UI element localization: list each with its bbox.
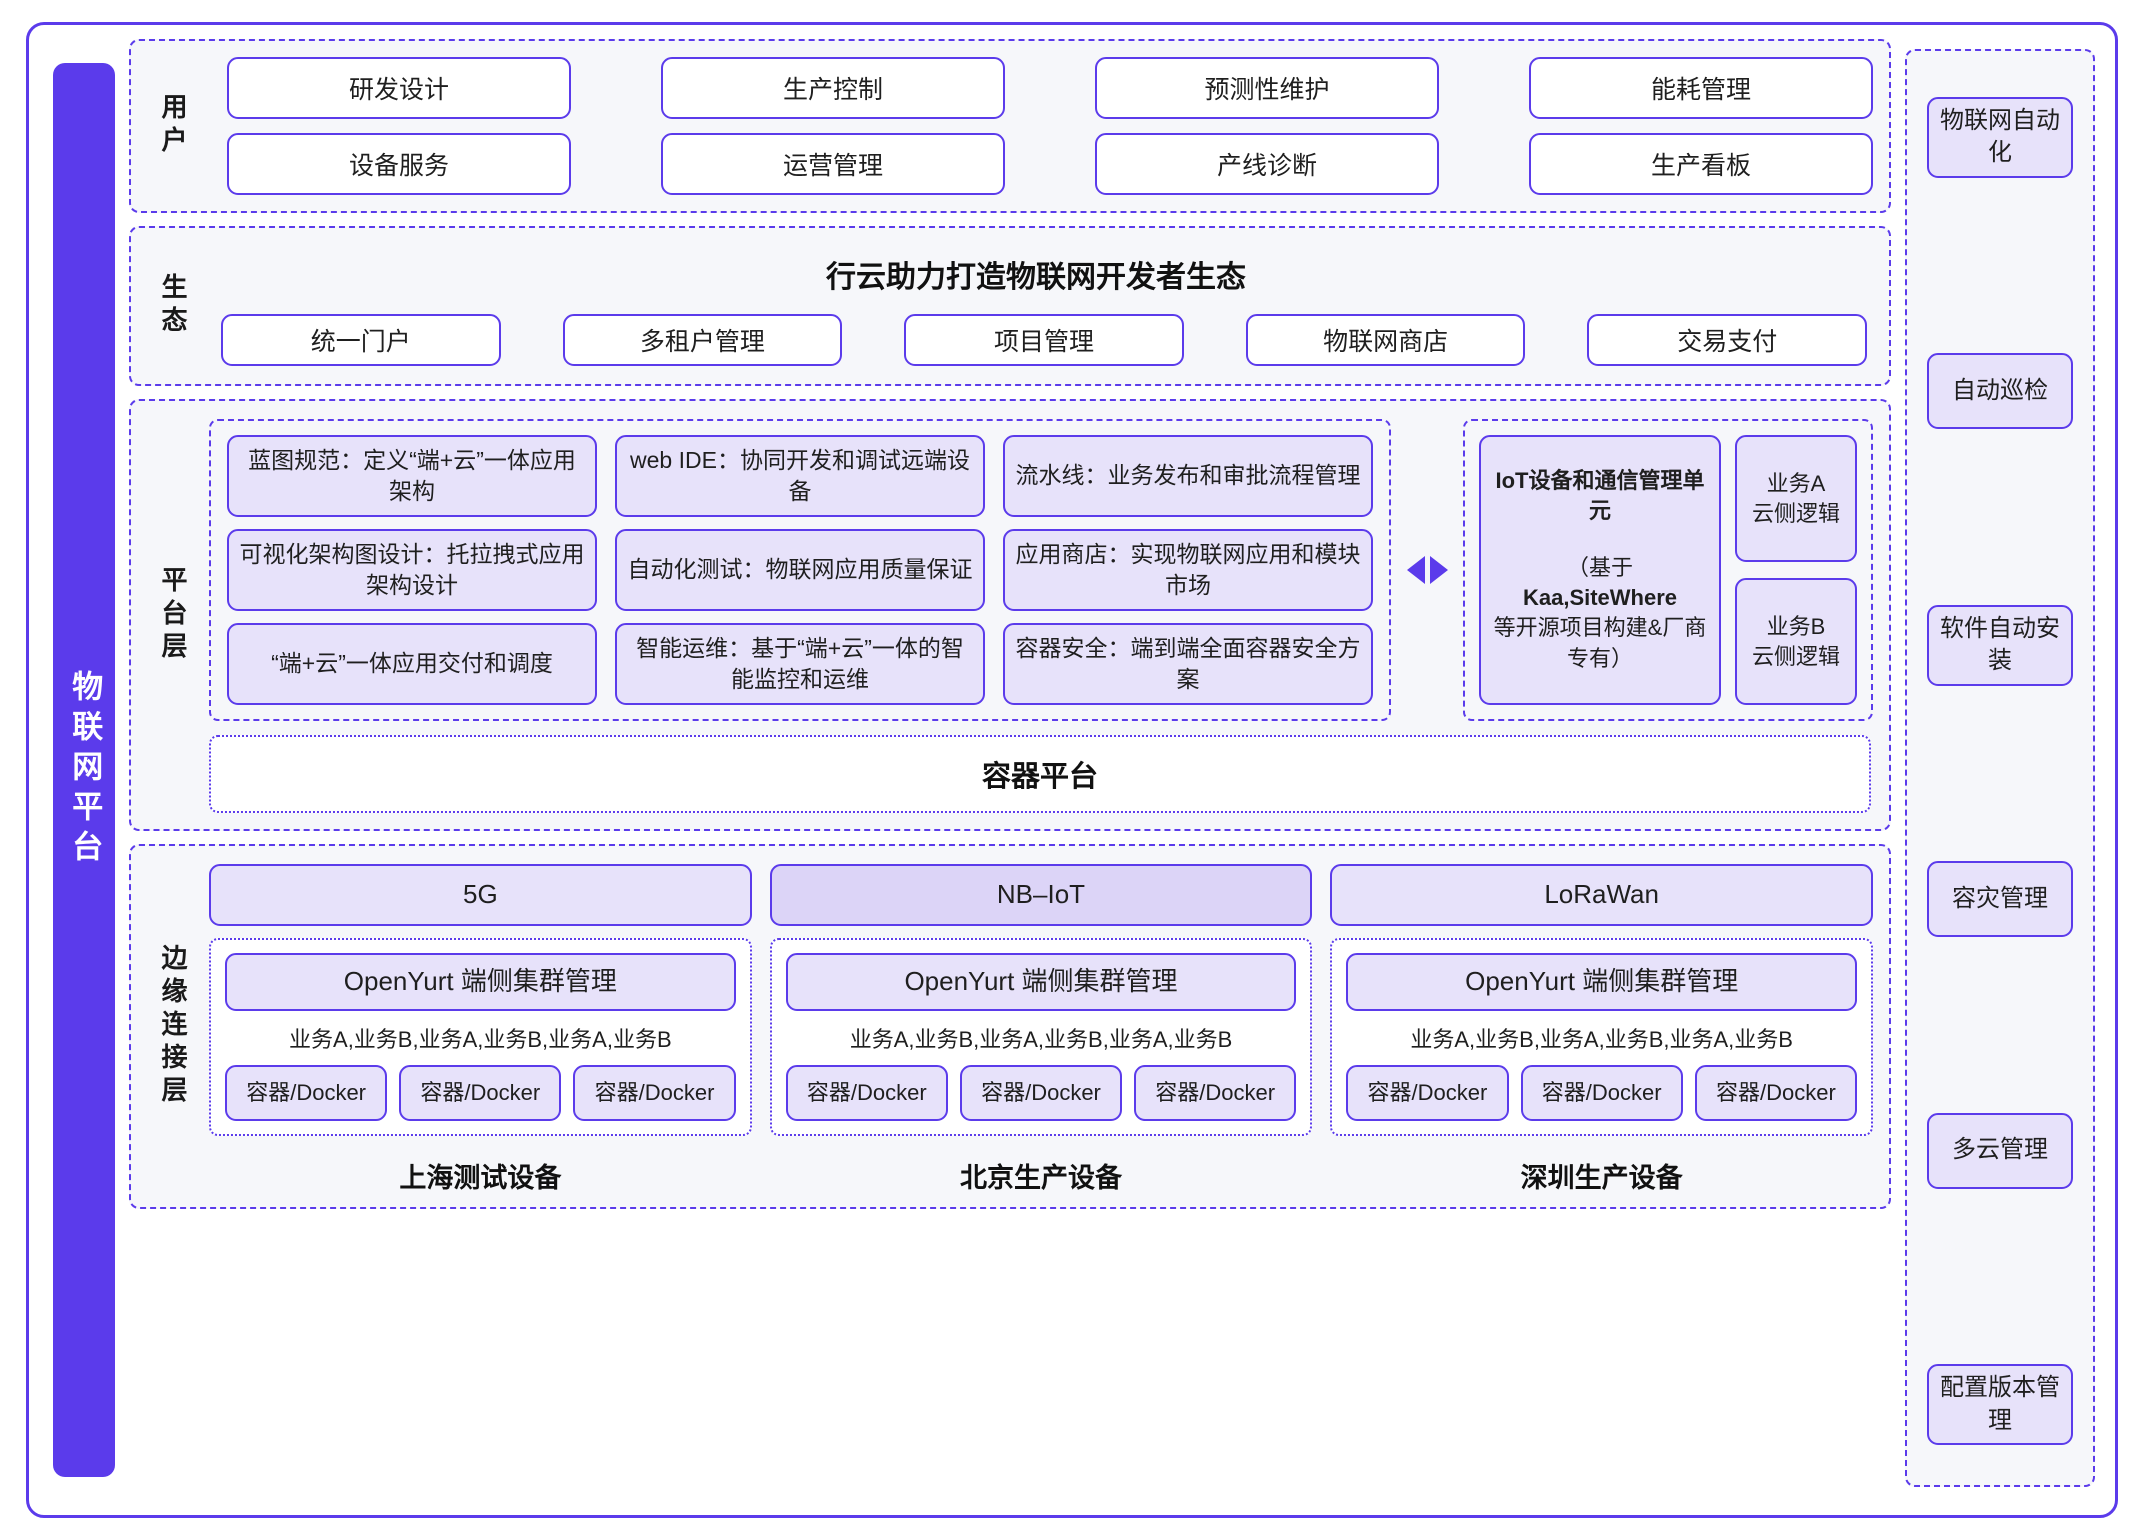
- user-item-ops-mgmt[interactable]: 运营管理: [661, 133, 1005, 195]
- user-item-production-board[interactable]: 生产看板: [1529, 133, 1873, 195]
- edge-network-row: 5G NB–IoT LoRaWan: [209, 864, 1873, 926]
- cap-container-security[interactable]: 容器安全：端到端全面容器安全方案: [1003, 623, 1373, 705]
- diagram-frame: 物联网平台 用户 研发设计 生产控制 预测性维护 能耗管理 设备服务 运营管理 …: [26, 22, 2118, 1518]
- platform-capabilities-group: 蓝图规范：定义“端+云”一体应用架构 web IDE：协同开发和调试远端设备 流…: [209, 419, 1391, 721]
- openyurt-cluster-mgmt[interactable]: OpenYurt 端侧集群管理: [785, 953, 1297, 1011]
- left-rail-iot-platform: 物联网平台: [53, 63, 115, 1477]
- docker-container[interactable]: 容器/Docker: [1346, 1065, 1509, 1121]
- docker-row: 容器/Docker 容器/Docker 容器/Docker: [1346, 1065, 1857, 1121]
- device-caption-shenzhen: 深圳生产设备: [1520, 1163, 1683, 1193]
- right-item-config-version[interactable]: 配置版本管理: [1927, 1364, 2073, 1445]
- cap-auto-test[interactable]: 自动化测试：物联网应用质量保证: [615, 529, 985, 611]
- right-item-multicloud-mgmt[interactable]: 多云管理: [1927, 1112, 2073, 1189]
- platform-capabilities-grid: 蓝图规范：定义“端+云”一体应用架构 web IDE：协同开发和调试远端设备 流…: [227, 435, 1373, 705]
- business-list: 业务A,业务B,业务A,业务B,业务A,业务B: [849, 1027, 1233, 1052]
- right-rail-operations: 物联网自动化 自动巡检 软件自动安装 容灾管理 多云管理 配置版本管理: [1905, 49, 2095, 1487]
- right-item-auto-install[interactable]: 软件自动安装: [1927, 604, 2073, 686]
- section-edge: 边缘连接层 5G NB–IoT LoRaWan OpenYurt 端侧集群管理 …: [129, 844, 1891, 1209]
- section-ecosystem-label: 生态: [158, 273, 188, 339]
- device-group-beijing: OpenYurt 端侧集群管理 业务A,业务B,业务A,业务B,业务A,业务B …: [769, 938, 1313, 1136]
- business-b-label: 业务B 云侧逻辑: [1751, 613, 1840, 669]
- business-b-cloud-logic[interactable]: 业务B 云侧逻辑: [1735, 578, 1857, 705]
- cap-smart-ops[interactable]: 智能运维：基于“端+云”一体的智能监控和运维: [615, 623, 985, 705]
- network-lorawan[interactable]: LoRaWan: [1330, 864, 1873, 926]
- cap-web-ide[interactable]: web IDE：协同开发和调试远端设备: [615, 435, 985, 517]
- device-group-shanghai: OpenYurt 端侧集群管理 业务A,业务B,业务A,业务B,业务A,业务B …: [209, 938, 752, 1136]
- iot-note-suffix: 等开源项目构建&厂商专有）: [1493, 615, 1707, 671]
- container-platform-bar[interactable]: 容器平台: [209, 735, 1871, 813]
- business-list: 业务A,业务B,业务A,业务B,业务A,业务B: [1410, 1027, 1793, 1052]
- openyurt-cluster-mgmt[interactable]: OpenYurt 端侧集群管理: [225, 953, 736, 1011]
- docker-container[interactable]: 容器/Docker: [1520, 1065, 1683, 1121]
- docker-row: 容器/Docker 容器/Docker 容器/Docker: [785, 1065, 1297, 1121]
- openyurt-cluster-mgmt[interactable]: OpenYurt 端侧集群管理: [1346, 953, 1857, 1011]
- right-item-auto-inspection[interactable]: 自动巡检: [1927, 353, 2073, 430]
- user-item-line-diagnosis[interactable]: 产线诊断: [1095, 133, 1439, 195]
- left-rail-label: 物联网平台: [67, 670, 103, 870]
- user-item-predictive-maint[interactable]: 预测性维护: [1095, 57, 1439, 119]
- section-platform: 平台层 蓝图规范：定义“端+云”一体应用架构 web IDE：协同开发和调试远端…: [129, 399, 1891, 831]
- user-item-device-service[interactable]: 设备服务: [227, 133, 571, 195]
- device-captions-row: 上海测试设备 北京生产设备 深圳生产设备: [209, 1148, 1873, 1195]
- cap-app-store[interactable]: 应用商店：实现物联网应用和模块市场: [1003, 529, 1373, 611]
- docker-row: 容器/Docker 容器/Docker 容器/Docker: [225, 1065, 736, 1121]
- cloud-business-logic-column: 业务A 云侧逻辑 业务B 云侧逻辑: [1735, 435, 1857, 705]
- iot-note-prefix: （基于: [1566, 554, 1633, 580]
- cap-visual-arch[interactable]: 可视化架构图设计：托拉拽式应用架构设计: [227, 529, 597, 611]
- iot-unit-title: IoT设备和通信管理单元: [1495, 467, 1705, 524]
- ecosystem-title: 行云助力打造物联网开发者生态: [826, 261, 1246, 294]
- cap-pipeline[interactable]: 流水线：业务发布和审批流程管理: [1003, 435, 1373, 517]
- docker-container[interactable]: 容器/Docker: [573, 1065, 736, 1121]
- docker-container[interactable]: 容器/Docker: [225, 1065, 388, 1121]
- device-caption-shanghai: 上海测试设备: [399, 1163, 562, 1193]
- docker-container[interactable]: 容器/Docker: [785, 1065, 948, 1121]
- edge-device-groups-row: OpenYurt 端侧集群管理 业务A,业务B,业务A,业务B,业务A,业务B …: [209, 938, 1873, 1136]
- eco-item-project-mgmt[interactable]: 项目管理: [904, 314, 1184, 366]
- cap-delivery-schedule[interactable]: “端+云”一体应用交付和调度: [227, 623, 597, 705]
- docker-container[interactable]: 容器/Docker: [399, 1065, 562, 1121]
- section-user-label: 用户: [158, 93, 188, 159]
- user-item-production-ctrl[interactable]: 生产控制: [661, 57, 1005, 119]
- docker-container[interactable]: 容器/Docker: [1694, 1065, 1857, 1121]
- platform-iot-group: IoT设备和通信管理单元 （基于 Kaa,SiteWhere 等开源项目构建&厂…: [1463, 419, 1873, 721]
- eco-item-multi-tenant[interactable]: 多租户管理: [562, 314, 843, 366]
- network-5g[interactable]: 5G: [209, 864, 752, 926]
- bidirectional-arrow-icon: [1391, 419, 1463, 721]
- business-list: 业务A,业务B,业务A,业务B,业务A,业务B: [289, 1027, 672, 1052]
- section-edge-label: 边缘连接层: [158, 944, 188, 1109]
- eco-item-iot-store[interactable]: 物联网商店: [1245, 314, 1526, 366]
- section-platform-label: 平台层: [158, 565, 188, 665]
- arrow-right-icon: [1429, 556, 1448, 584]
- arrow-left-icon: [1406, 556, 1425, 584]
- iot-note-projects: Kaa,SiteWhere: [1522, 585, 1678, 610]
- right-item-iot-automation[interactable]: 物联网自动化: [1927, 97, 2073, 178]
- cap-blueprint-spec[interactable]: 蓝图规范：定义“端+云”一体应用架构: [227, 435, 597, 517]
- docker-container[interactable]: 容器/Docker: [959, 1065, 1123, 1121]
- platform-top-row: 蓝图规范：定义“端+云”一体应用架构 web IDE：协同开发和调试远端设备 流…: [209, 419, 1873, 721]
- main-column: 用户 研发设计 生产控制 预测性维护 能耗管理 设备服务 运营管理 产线诊断 生…: [129, 39, 1891, 1501]
- section-user: 用户 研发设计 生产控制 预测性维护 能耗管理 设备服务 运营管理 产线诊断 生…: [129, 39, 1891, 213]
- iot-device-comm-unit[interactable]: IoT设备和通信管理单元 （基于 Kaa,SiteWhere 等开源项目构建&厂…: [1479, 435, 1721, 705]
- user-item-energy-mgmt[interactable]: 能耗管理: [1529, 57, 1873, 119]
- eco-item-transaction-pay[interactable]: 交易支付: [1587, 314, 1867, 366]
- business-a-label: 业务A 云侧逻辑: [1751, 470, 1840, 526]
- device-caption-beijing: 北京生产设备: [959, 1163, 1122, 1193]
- right-item-disaster-recovery[interactable]: 容灾管理: [1927, 861, 2073, 938]
- business-a-cloud-logic[interactable]: 业务A 云侧逻辑: [1735, 435, 1857, 562]
- user-items-grid: 研发设计 生产控制 预测性维护 能耗管理 设备服务 运营管理 产线诊断 生产看板: [199, 53, 1873, 199]
- section-ecosystem: 生态 行云助力打造物联网开发者生态 统一门户 多租户管理 项目管理 物联网商店 …: [129, 226, 1891, 386]
- network-nb-iot[interactable]: NB–IoT: [769, 864, 1313, 926]
- user-item-rd-design[interactable]: 研发设计: [227, 57, 571, 119]
- eco-item-unified-portal[interactable]: 统一门户: [221, 314, 501, 366]
- device-group-shenzhen: OpenYurt 端侧集群管理 业务A,业务B,业务A,业务B,业务A,业务B …: [1330, 938, 1873, 1136]
- iot-unit-note: （基于 Kaa,SiteWhere 等开源项目构建&厂商专有）: [1491, 553, 1709, 674]
- ecosystem-items-grid: 统一门户 多租户管理 项目管理 物联网商店 交易支付: [199, 314, 1873, 372]
- docker-container[interactable]: 容器/Docker: [1134, 1065, 1297, 1121]
